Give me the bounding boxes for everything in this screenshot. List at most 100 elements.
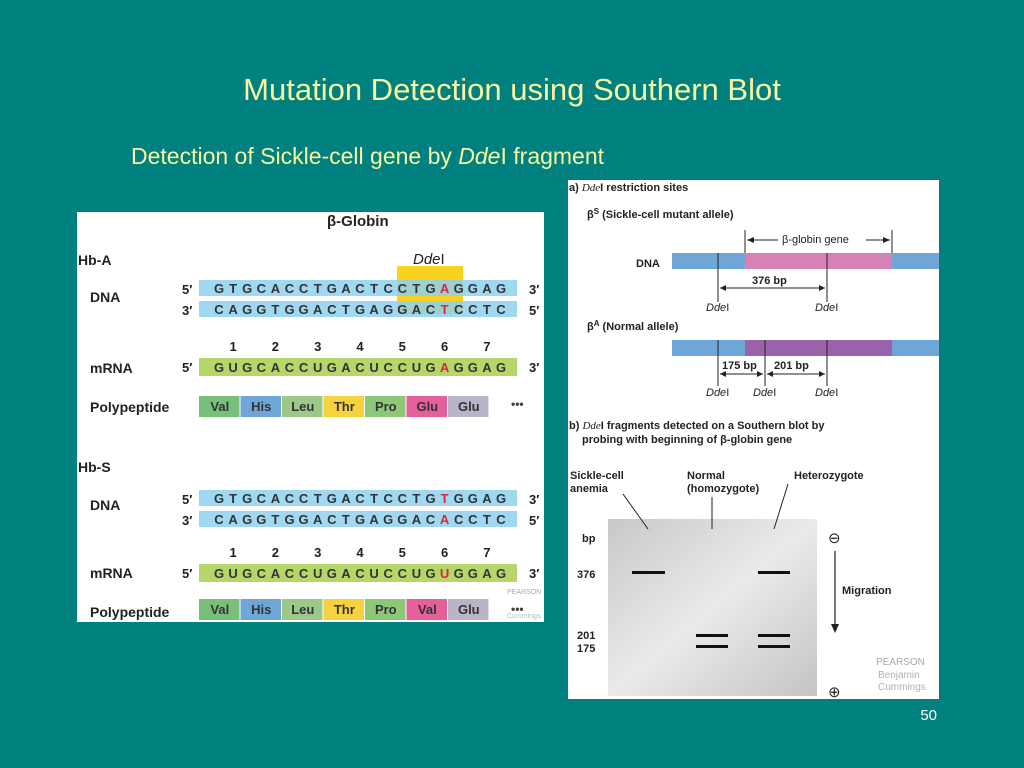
normal-dna-flank-left bbox=[672, 340, 745, 356]
dna-label: DNA bbox=[636, 258, 660, 270]
sickle-dna-gene bbox=[745, 253, 892, 269]
migration-arrowhead bbox=[831, 624, 839, 633]
hba-mrna-base: U bbox=[412, 360, 421, 375]
publisher-logo-1: PEARSON bbox=[876, 657, 925, 668]
normal-dna-flank-right bbox=[892, 340, 939, 356]
hbs-amino-acid-box bbox=[282, 599, 323, 620]
hbs-mrna-strand bbox=[199, 564, 517, 582]
hbs-mrna-base: A bbox=[271, 566, 281, 581]
hbs-dna-top-base: C bbox=[384, 491, 394, 506]
hba-dna-top-base: T bbox=[229, 281, 237, 296]
page-number: 50 bbox=[920, 707, 937, 724]
hba-dna-top-base: C bbox=[384, 281, 394, 296]
hbs-mrna-base: G bbox=[496, 566, 506, 581]
hbs-dna-top-base: T bbox=[314, 491, 322, 506]
hba-amino-acid-box bbox=[282, 396, 323, 417]
hba-dna-top-base: T bbox=[314, 281, 322, 296]
hba-dna-top-base: G bbox=[327, 281, 337, 296]
hbs-dna-bottom-base: G bbox=[355, 512, 365, 527]
hbs-amino-acid-label: Leu bbox=[291, 602, 314, 617]
southern-blot-figure: a) DdeI restriction sites βS (Sickle-cel… bbox=[568, 180, 939, 701]
hbs-amino-acid-box bbox=[323, 599, 364, 620]
sickle-ddei-2: DdeI bbox=[815, 302, 838, 314]
hba-amino-acid-box bbox=[365, 396, 406, 417]
hba-dna-top-base: A bbox=[271, 281, 281, 296]
hbs-amino-acid-label: Val bbox=[418, 602, 437, 617]
hba-dna-bottom-base: C bbox=[454, 302, 464, 317]
hba-amino-acid-box bbox=[406, 396, 447, 417]
hbs-dna-bottom-base: G bbox=[242, 512, 252, 527]
frag-201-label: 201 bp bbox=[774, 360, 809, 372]
hbs-polypeptide-label: Polypeptide bbox=[90, 604, 170, 620]
size-175-label: 175 bbox=[577, 643, 595, 655]
hbs-amino-acid-label: Val bbox=[210, 602, 229, 617]
hba-mrna-label: mRNA bbox=[90, 360, 133, 376]
frag-201-arrowhead-right bbox=[819, 371, 825, 377]
codon-number: 1 bbox=[229, 339, 236, 354]
hba-dna-bottom-base: C bbox=[468, 302, 478, 317]
publisher-logo: PEARSON bbox=[507, 589, 541, 596]
slide-subtitle: Detection of Sickle-cell gene by DdeI fr… bbox=[131, 143, 605, 169]
hbs-dna-bottom-base: T bbox=[342, 512, 350, 527]
hba-mrna-base: C bbox=[355, 360, 365, 375]
normal-ddei-3: DdeI bbox=[815, 387, 838, 399]
hba-mrna-base: U bbox=[313, 360, 322, 375]
hbs-dna-top-base: G bbox=[496, 491, 506, 506]
hba-dna-bottom-base: C bbox=[214, 302, 224, 317]
hbs-dna-top-base: A bbox=[341, 491, 351, 506]
hbs-mrna-base: A bbox=[341, 566, 351, 581]
hba-dna-top-3prime: 3′ bbox=[529, 282, 539, 297]
publisher-logo-3: Cummings bbox=[878, 682, 926, 693]
frag-175-arrowhead-right bbox=[757, 371, 763, 377]
hbs-dna-bottom-base: C bbox=[468, 512, 478, 527]
hbs-dna-bottom-strand bbox=[199, 511, 517, 527]
hba-dna-bottom-3prime: 3′ bbox=[182, 303, 192, 318]
hbs-dna-bottom-3prime: 3′ bbox=[182, 513, 192, 528]
hba-dna-bottom-base: G bbox=[284, 302, 294, 317]
hba-mrna-base: G bbox=[327, 360, 337, 375]
hba-mrna-base: C bbox=[285, 360, 295, 375]
hba-mrna-base: G bbox=[454, 360, 464, 375]
hbs-ellipsis: ••• bbox=[511, 602, 524, 616]
frag-376-label: 376 bp bbox=[752, 275, 787, 287]
hba-mrna-5prime: 5′ bbox=[182, 360, 192, 375]
hba-ellipsis: ••• bbox=[511, 397, 524, 411]
band-normal-201 bbox=[696, 634, 728, 637]
hbs-mrna-base: C bbox=[285, 566, 295, 581]
hbs-dna-top-base: G bbox=[327, 491, 337, 506]
figure-title: β-Globin bbox=[327, 213, 389, 230]
hbs-mrna-base: U bbox=[369, 566, 378, 581]
hba-dna-bottom-base: T bbox=[271, 302, 279, 317]
hba-mrna-base: A bbox=[271, 360, 281, 375]
hba-dna-bottom-base: A bbox=[412, 302, 422, 317]
hbs-dna-top-base: G bbox=[242, 491, 252, 506]
lane-2-label-line2: (homozygote) bbox=[687, 483, 759, 495]
hbs-mrna-base: G bbox=[242, 566, 252, 581]
hbs-dna-top-base: A bbox=[482, 491, 492, 506]
hba-mrna-base: G bbox=[425, 360, 435, 375]
gene-span-arrowhead-right bbox=[883, 237, 890, 243]
bp-label: bp bbox=[582, 533, 596, 545]
gene-label: β-globin gene bbox=[782, 234, 849, 246]
hbs-mrna-base: G bbox=[425, 566, 435, 581]
hbs-mrna-base: G bbox=[214, 566, 224, 581]
hbs-amino-acid-label: Glu bbox=[458, 602, 480, 617]
hbs-dna-bottom-base: G bbox=[256, 512, 266, 527]
hbs-dna-bottom-base: C bbox=[454, 512, 464, 527]
hba-dna-bottom-base: A bbox=[313, 302, 323, 317]
band-hetero-175 bbox=[758, 645, 790, 648]
hba-amino-acid-box bbox=[240, 396, 281, 417]
part-b-heading-line1: b) DdeI fragments detected on a Southern… bbox=[569, 420, 825, 432]
codon-number: 5 bbox=[399, 339, 406, 354]
lane-3-pointer bbox=[773, 483, 789, 530]
hbs-amino-acid-label: His bbox=[251, 602, 271, 617]
hbs-amino-acid-box bbox=[365, 599, 406, 620]
hba-dna-top-base: G bbox=[468, 281, 478, 296]
